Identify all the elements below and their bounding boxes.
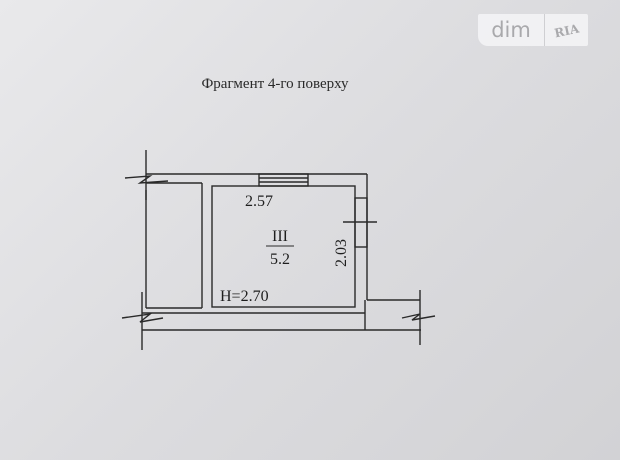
- dim-ria-watermark: dim RIA: [478, 14, 588, 46]
- window: [258, 173, 309, 187]
- plan-title: Фрагмент 4-го поверху: [201, 76, 349, 92]
- room-area-label: 5.2: [270, 251, 290, 268]
- door: [343, 197, 377, 248]
- watermark-dim: dim: [478, 14, 545, 46]
- room-number-label: III: [272, 228, 288, 245]
- ceiling-height-label: H=2.70: [220, 288, 269, 305]
- room-width-label: 2.57: [245, 193, 273, 210]
- room-length-label: 2.03: [333, 239, 350, 267]
- walls: [121, 150, 436, 350]
